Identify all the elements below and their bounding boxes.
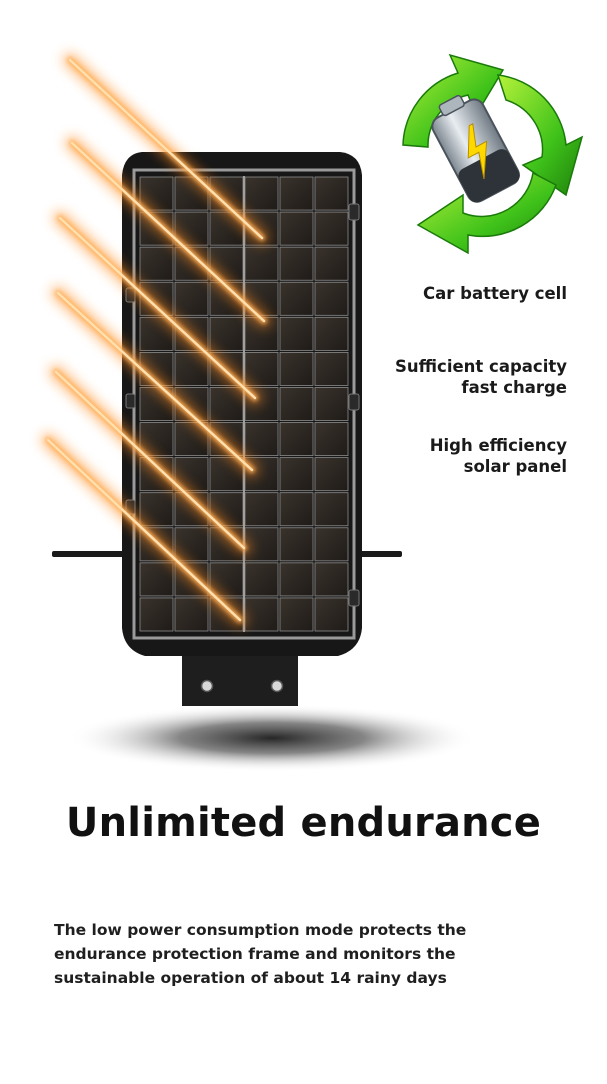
sun-ray	[65, 136, 271, 328]
solar-cell	[279, 351, 314, 386]
solar-cell	[279, 387, 314, 421]
description-line: sustainable operation of about 14 rainy …	[54, 969, 447, 987]
solar-cell	[314, 211, 349, 246]
description-line: endurance protection frame and monitors …	[54, 945, 456, 963]
solar-cell	[279, 316, 314, 351]
feature-line: Sufficient capacity	[395, 357, 567, 376]
sun-ray	[51, 286, 259, 477]
solar-cell	[314, 597, 349, 632]
solar-cell	[314, 281, 349, 316]
solar-cell	[209, 387, 244, 421]
sun-ray	[63, 53, 269, 245]
solar-cell	[139, 246, 174, 281]
sun-rays	[41, 53, 271, 627]
solar-cell	[139, 562, 174, 597]
feature-line: High efficiency	[429, 436, 567, 455]
description-line: The low power consumption mode protects …	[54, 921, 467, 939]
solar-cell	[314, 351, 349, 386]
solar-cell	[314, 562, 349, 597]
feature-battery-cell: Car battery cell	[423, 283, 567, 304]
recycle-battery-icon	[402, 53, 584, 255]
solar-cell	[279, 422, 314, 457]
solar-cell	[279, 527, 314, 562]
feature-capacity: Sufficient capacity fast charge	[395, 356, 567, 398]
description: The low power consumption mode protects …	[54, 918, 574, 990]
solar-cell	[139, 597, 174, 632]
solar-cell	[314, 246, 349, 281]
sun-ray	[41, 433, 247, 627]
solar-cell	[244, 246, 279, 281]
solar-cell	[174, 597, 209, 632]
feature-line: solar panel	[463, 457, 567, 476]
solar-cell	[279, 597, 314, 632]
solar-cell	[314, 457, 349, 492]
solar-cell	[244, 597, 279, 632]
sun-ray	[53, 211, 262, 405]
solar-cell	[314, 422, 349, 457]
solar-cell	[279, 246, 314, 281]
solar-cell	[244, 176, 279, 211]
solar-cell	[209, 316, 244, 351]
solar-cell	[139, 492, 174, 527]
sun-ray	[49, 365, 251, 555]
solar-cell	[244, 422, 279, 457]
solar-cell	[279, 562, 314, 597]
solar-cell	[314, 492, 349, 527]
solar-cell	[279, 457, 314, 492]
solar-cell	[314, 527, 349, 562]
solar-cell	[279, 281, 314, 316]
solar-cell	[244, 492, 279, 527]
solar-cell	[314, 387, 349, 421]
solar-cell	[314, 176, 349, 211]
solar-cell	[244, 351, 279, 386]
solar-cell	[314, 316, 349, 351]
solar-cell	[279, 211, 314, 246]
solar-cell	[174, 281, 209, 316]
headline: Unlimited endurance	[65, 800, 542, 846]
feature-line: fast charge	[461, 378, 567, 397]
solar-cell	[244, 527, 279, 562]
solar-cells	[139, 176, 349, 632]
solar-cell	[279, 492, 314, 527]
solar-cell	[279, 176, 314, 211]
feature-solar-panel: High efficiency solar panel	[430, 435, 567, 477]
solar-cell	[244, 562, 279, 597]
ground-shadow	[67, 704, 477, 772]
feature-line: Car battery cell	[423, 284, 567, 303]
